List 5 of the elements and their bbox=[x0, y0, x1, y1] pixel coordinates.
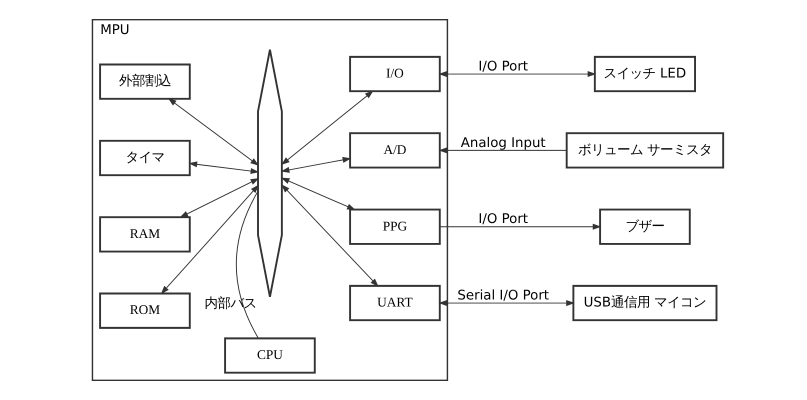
node-label: 内部バス bbox=[204, 296, 256, 312]
edge-label: I/O Port bbox=[478, 212, 528, 228]
edge-label: Serial I/O Port bbox=[456, 288, 549, 304]
edge-label: Analog Input bbox=[460, 136, 546, 151]
edge-label: I/O Port bbox=[478, 59, 528, 74]
